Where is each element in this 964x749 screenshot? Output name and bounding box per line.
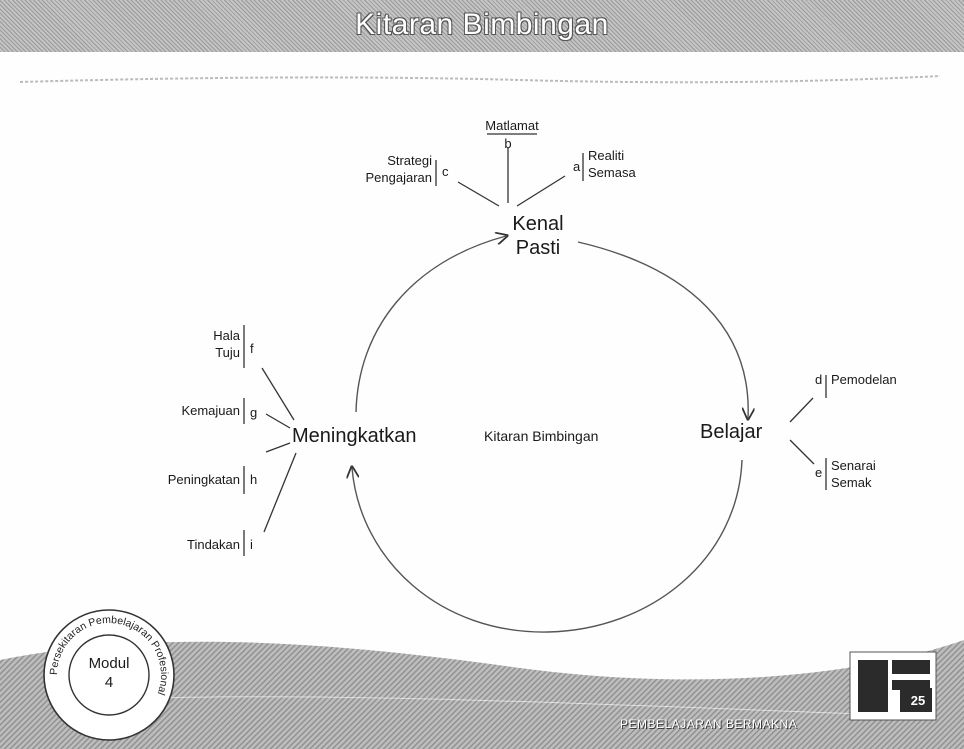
label-semasa: Semasa xyxy=(588,165,636,180)
logo-number: 25 xyxy=(910,693,926,708)
line-peningkatan xyxy=(265,442,291,453)
label-senarai-semak: Senarai Semak xyxy=(831,457,876,491)
title-bar xyxy=(0,0,964,52)
line-kemajuan xyxy=(265,413,291,429)
line-senarai xyxy=(789,439,815,465)
node-pasti-label: Pasti xyxy=(515,237,561,259)
line-pemodelan xyxy=(789,397,814,423)
label-pemodelan: Pemodelan xyxy=(831,372,897,387)
center-label: Kitaran Bimbingan xyxy=(484,428,599,444)
node-kenal-label: Kenal xyxy=(512,213,564,235)
title-divider xyxy=(19,75,941,84)
label-senarai: Senarai xyxy=(831,458,876,473)
footer-text: PEMBELAJARAN BERMAKNA xyxy=(620,717,798,731)
label-semak: Semak xyxy=(831,475,872,490)
label-tuju: Tuju xyxy=(215,345,240,360)
label-strategi-pengajaran: Strategi Pengajaran xyxy=(330,152,433,186)
badge-modul: Modul xyxy=(88,655,130,672)
label-peningkatan: Peningkatan xyxy=(167,472,240,487)
letter-c: c xyxy=(442,164,449,179)
slide-title: Kitaran Bimbingan xyxy=(355,8,609,41)
letter-d: d xyxy=(815,372,823,387)
label-matlamat: Matlamat xyxy=(485,118,539,133)
label-realiti-semasa: Realiti Semasa xyxy=(588,147,636,181)
label-pengajaran: Pengajaran xyxy=(365,170,433,185)
label-tindakan: Tindakan xyxy=(187,537,240,552)
label-hala: Hala xyxy=(213,328,240,343)
letter-f: f xyxy=(250,341,254,356)
node-kenal-pasti: Kenal Pasti xyxy=(478,212,598,260)
arc-kenal-to-belajar xyxy=(577,241,748,418)
line-realiti xyxy=(516,175,566,207)
arc-meningkatkan-to-kenal xyxy=(355,236,506,413)
footer-band xyxy=(0,640,964,749)
letter-g: g xyxy=(250,405,258,420)
node-meningkatkan: Meningkatkan xyxy=(292,425,417,447)
badge-number: 4 xyxy=(104,674,114,691)
label-hala-tuju: Hala Tuju xyxy=(180,327,240,361)
letter-h: h xyxy=(250,472,258,487)
letter-b: b xyxy=(504,136,512,151)
module-badge: Persekitaran Pembelajaran Profesional xyxy=(43,609,175,741)
line-strategi xyxy=(457,181,500,207)
label-strategi: Strategi xyxy=(387,153,432,168)
ipg-logo xyxy=(849,651,937,721)
letter-a: a xyxy=(573,159,581,174)
node-belajar: Belajar xyxy=(700,421,763,443)
label-kemajuan: Kemajuan xyxy=(181,403,240,418)
label-realiti: Realiti xyxy=(588,148,625,163)
letter-i: i xyxy=(250,537,253,552)
line-hala-tuju xyxy=(261,367,295,421)
letter-e: e xyxy=(815,465,823,480)
line-tindakan xyxy=(263,452,297,533)
arc-belajar-to-meningkatkan xyxy=(352,459,743,633)
